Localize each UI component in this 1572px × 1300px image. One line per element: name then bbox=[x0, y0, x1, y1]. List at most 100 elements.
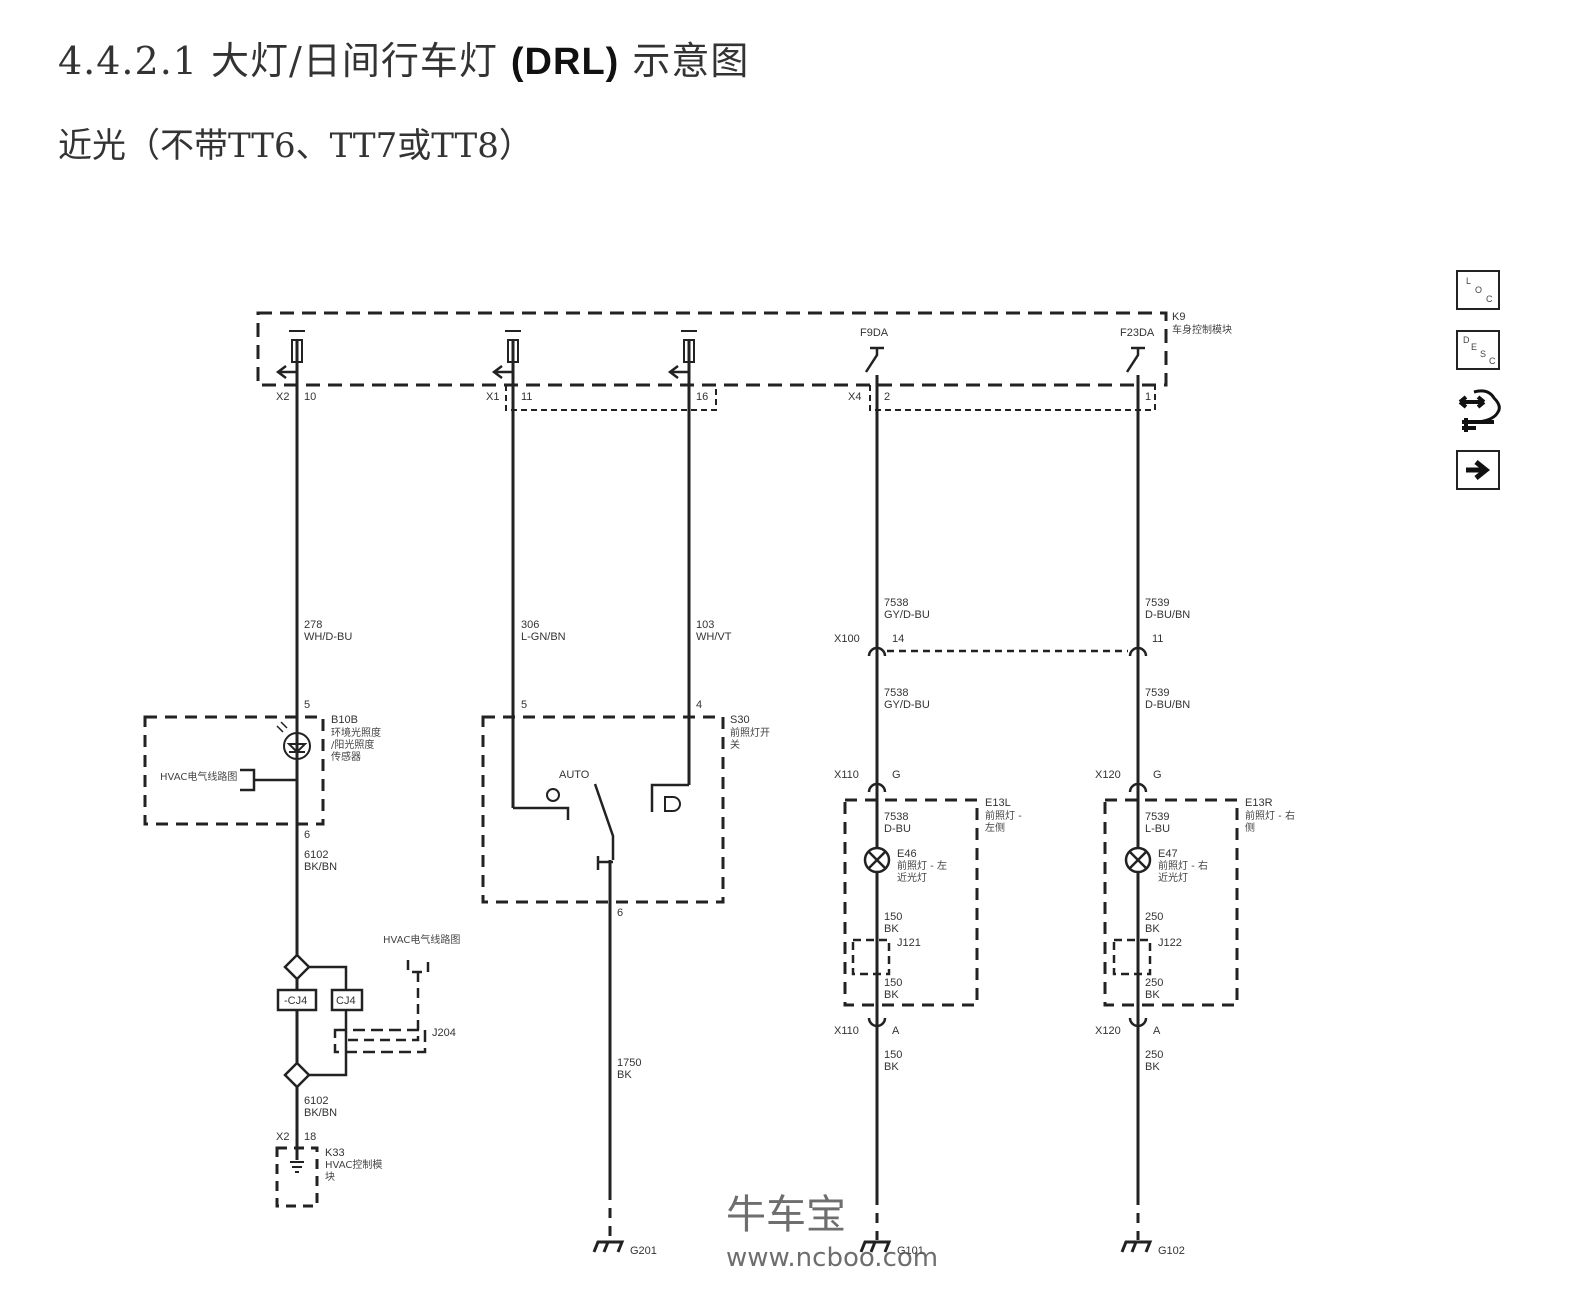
sensor-name: 传感器 bbox=[331, 750, 361, 763]
lamp-assy-name: 前照灯 - bbox=[985, 809, 1022, 822]
lamp-assy-id: E13L bbox=[985, 797, 1011, 809]
wire-color: GY/D-BU bbox=[884, 699, 930, 711]
connector-label: X2 bbox=[276, 391, 289, 403]
lamp-assy-name: 侧 bbox=[1245, 821, 1255, 834]
switch-name: 前照灯开 bbox=[730, 726, 770, 739]
wire-color: WH/VT bbox=[696, 631, 732, 643]
hvac-module-box bbox=[275, 1146, 319, 1208]
pin-label: 6 bbox=[304, 829, 310, 841]
ground-label: G101 bbox=[897, 1245, 924, 1257]
j121-box bbox=[851, 938, 891, 976]
connector-icon[interactable] bbox=[1454, 388, 1510, 436]
wire-color: BK bbox=[617, 1069, 632, 1081]
wire-color: BK bbox=[884, 1061, 899, 1073]
splice-diamond bbox=[283, 953, 311, 981]
connector-arc bbox=[867, 646, 1148, 1028]
cj4-left-box bbox=[276, 988, 318, 1012]
loc-letter: L bbox=[1466, 276, 1472, 286]
connector-label: X4 bbox=[848, 391, 861, 403]
title-drl: (DRL) bbox=[510, 41, 620, 83]
pin-label: 10 bbox=[304, 391, 316, 403]
wire-color: BK bbox=[1145, 1061, 1160, 1073]
bulb-name: 近光灯 bbox=[1158, 871, 1188, 884]
wire-number: 7538 bbox=[884, 811, 908, 823]
auto-label: AUTO bbox=[559, 769, 590, 781]
hvac-ref-link[interactable]: HVAC电气线路图 bbox=[160, 770, 237, 783]
switch-icon bbox=[864, 346, 1145, 373]
headlamp-switch-box bbox=[481, 715, 725, 904]
wire-number: 7539 bbox=[1145, 687, 1169, 699]
wire-color: WH/D-BU bbox=[304, 631, 352, 643]
pin-label: 2 bbox=[884, 391, 890, 403]
x4-connector-box bbox=[869, 385, 1156, 411]
desc-letter: S bbox=[1480, 349, 1487, 359]
pin-label: 5 bbox=[521, 699, 527, 711]
wire-color: BK bbox=[884, 923, 899, 935]
cj4-left-label: -CJ4 bbox=[284, 995, 307, 1007]
wire-color: L-GN/BN bbox=[521, 631, 566, 643]
sensor-name: 环境光照度 bbox=[331, 726, 381, 739]
wire-number: 7539 bbox=[1145, 597, 1169, 609]
pin-label: 16 bbox=[696, 391, 708, 403]
hvac-ref-link[interactable]: HVAC电气线路图 bbox=[383, 933, 460, 946]
wire-color: GY/D-BU bbox=[884, 609, 930, 621]
wire-number: 306 bbox=[521, 619, 539, 631]
desc-letter: C bbox=[1489, 356, 1496, 366]
pin-label: 18 bbox=[304, 1131, 316, 1143]
wire-color: L-BU bbox=[1145, 823, 1170, 835]
page-subtitle: 近光（不带TT6、TT7或TT8） bbox=[58, 126, 533, 166]
module-id: K33 bbox=[325, 1147, 345, 1159]
wire-number: 1750 bbox=[617, 1057, 641, 1069]
pin-label: 4 bbox=[696, 699, 702, 711]
cj4-right-box bbox=[330, 988, 364, 1012]
next-button[interactable] bbox=[1456, 450, 1500, 490]
j204-label: J204 bbox=[432, 1027, 456, 1039]
cj4-right-label: CJ4 bbox=[336, 995, 356, 1007]
connector-label: X2 bbox=[276, 1131, 289, 1143]
arrow-right-icon bbox=[1466, 460, 1491, 480]
bulb-name: 前照灯 - 左 bbox=[897, 859, 947, 872]
wire-color: BK/BN bbox=[304, 861, 337, 873]
ground-label: G102 bbox=[1158, 1245, 1185, 1257]
pin-label: G bbox=[892, 769, 901, 781]
connector-label: X100 bbox=[834, 633, 860, 645]
fuse-label: F23DA bbox=[1120, 327, 1155, 339]
ground-icon bbox=[290, 1161, 304, 1173]
wire-color: D-BU/BN bbox=[1145, 699, 1190, 711]
sensor-name: /阳光照度 bbox=[331, 738, 374, 751]
connector-label: X120 bbox=[1095, 1025, 1121, 1037]
bulb-id: E46 bbox=[897, 848, 917, 860]
lamp-assy-name: 左侧 bbox=[985, 821, 1005, 834]
wire-color: D-BU bbox=[884, 823, 911, 835]
loc-letter: O bbox=[1475, 285, 1483, 295]
wire-color: BK bbox=[1145, 923, 1160, 935]
wire-number: 7539 bbox=[1145, 811, 1169, 823]
desc-letter: E bbox=[1471, 342, 1478, 352]
wire-number: 7538 bbox=[884, 687, 908, 699]
pin-label: 11 bbox=[521, 391, 532, 403]
title-suffix: 示意图 bbox=[619, 39, 750, 83]
wire-color: BK bbox=[1145, 989, 1160, 1001]
pin-label: A bbox=[1153, 1025, 1161, 1037]
connector-label: X110 bbox=[834, 1025, 859, 1037]
desc-button[interactable]: D E S C bbox=[1456, 330, 1500, 370]
switch-name: 关 bbox=[730, 738, 740, 751]
wire-number: 278 bbox=[304, 619, 322, 631]
wire-number: 150 bbox=[884, 911, 902, 923]
pin-label: 1 bbox=[1145, 391, 1151, 403]
wire-number: 250 bbox=[1145, 977, 1163, 989]
sensor-id: B10B bbox=[331, 714, 358, 726]
pin-label: 5 bbox=[304, 699, 310, 711]
j122-box bbox=[1112, 938, 1152, 976]
title-prefix: 4.4.2.1 大灯/日间行车灯 bbox=[58, 39, 511, 83]
bcm-module-box bbox=[256, 311, 1168, 387]
ground-label: G201 bbox=[630, 1245, 657, 1257]
headlamp-symbol-icon bbox=[664, 796, 681, 812]
fuse-icon bbox=[289, 330, 697, 363]
pin-label: G bbox=[1153, 769, 1162, 781]
bulb-name: 前照灯 - 右 bbox=[1158, 859, 1208, 872]
loc-button[interactable]: L O C bbox=[1456, 270, 1500, 310]
x1-connector-box bbox=[505, 385, 717, 411]
left-headlamp-box bbox=[843, 798, 979, 1007]
